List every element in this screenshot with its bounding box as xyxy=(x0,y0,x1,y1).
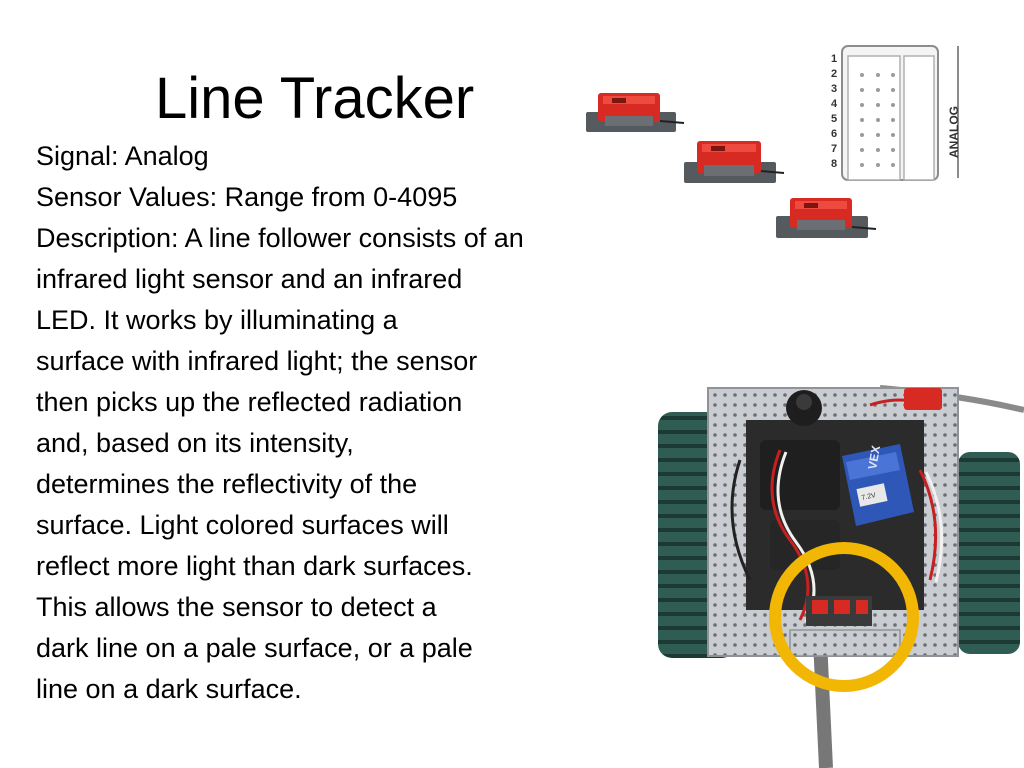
port-number: 7 xyxy=(831,143,837,155)
battery-image: VEX 7.2V xyxy=(842,444,914,526)
battery-voltage-text: 7.2V xyxy=(861,492,877,502)
port-number: 2 xyxy=(831,68,837,80)
battery-brand-text: VEX xyxy=(865,444,883,470)
description-line: then picks up the reflected radiation xyxy=(36,387,463,417)
sensor-values-line: Sensor Values: Range from 0-4095 xyxy=(36,182,458,212)
description-line: dark line on a pale surface, or a pale xyxy=(36,633,473,663)
analog-label: ANALOG xyxy=(947,106,961,158)
port-number: 1 xyxy=(831,53,837,65)
description-line: surface with infrared light; the sensor xyxy=(36,346,478,376)
description-paragraph: Description: A line follower consists of… xyxy=(36,218,666,710)
analog-port-panel-image: 1 2 3 4 5 6 7 8 ANALOG xyxy=(831,44,966,181)
port-number: 8 xyxy=(831,158,837,170)
line-tracker-sensor-image xyxy=(776,198,877,238)
sensor-highlight-circle xyxy=(769,542,919,692)
description-line: and, based on its intensity, xyxy=(36,428,354,458)
signal-line: Signal: Analog xyxy=(36,141,209,171)
port-number: 4 xyxy=(831,98,838,110)
line-tracker-sensor-image xyxy=(586,93,685,132)
robot-photo-image: VEX 7.2V xyxy=(658,385,1024,768)
description-line: determines the reflectivity of the xyxy=(36,469,418,499)
description-line: reflect more light than dark surfaces. xyxy=(36,551,473,581)
line-tracker-sensor-image xyxy=(684,141,785,183)
slide-body: Signal: Analog Sensor Values: Range from… xyxy=(36,136,666,710)
description-line: Description: A line follower consists of… xyxy=(36,223,524,253)
description-line: surface. Light colored surfaces will xyxy=(36,510,449,540)
slide-title: Line Tracker xyxy=(155,66,475,131)
port-number: 3 xyxy=(831,83,837,95)
description-line: infrared light sensor and an infrared xyxy=(36,264,463,294)
port-number: 6 xyxy=(831,128,837,140)
port-number: 5 xyxy=(831,113,837,125)
right-tread xyxy=(958,452,1020,654)
description-line: line on a dark surface. xyxy=(36,674,302,704)
description-line: This allows the sensor to detect a xyxy=(36,592,437,622)
description-line: LED. It works by illuminating a xyxy=(36,305,398,335)
